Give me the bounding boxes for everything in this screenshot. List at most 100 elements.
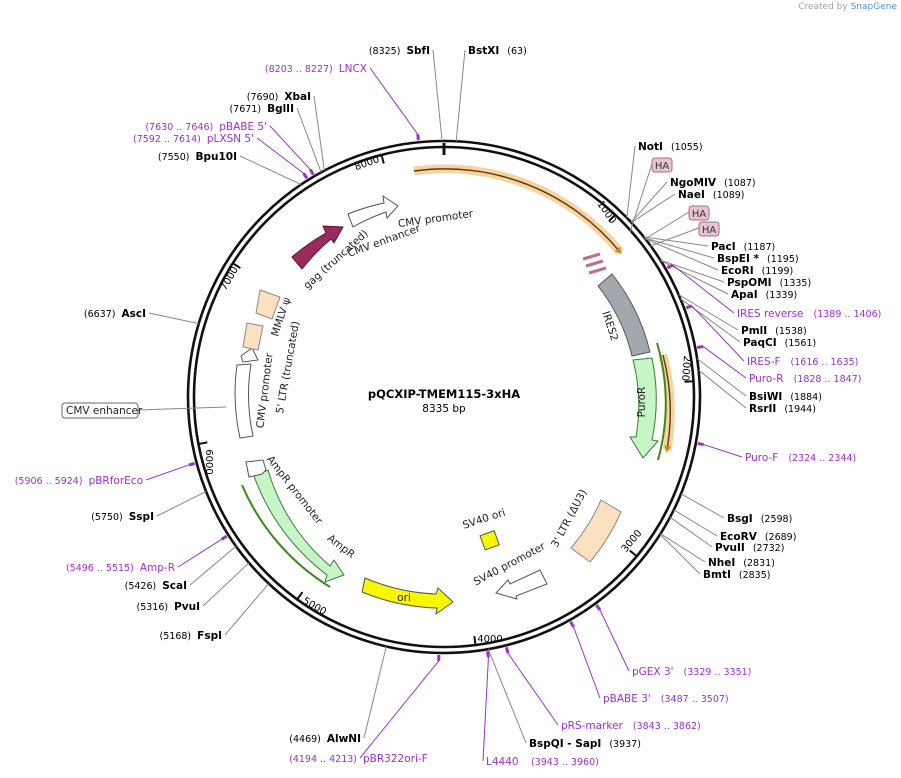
feature-label: SV40 ori bbox=[461, 507, 507, 532]
primer-name: pRS-marker bbox=[561, 720, 624, 732]
primer-name: pBABE 3' bbox=[603, 693, 651, 705]
primer-range: (3487 .. 3507) bbox=[661, 694, 729, 705]
enzyme-name: BspQI - SapI bbox=[529, 738, 601, 750]
enzyme-name: XbaI bbox=[284, 91, 311, 103]
primer-name: pGEX 3' bbox=[632, 666, 674, 678]
feature-label: CMV promoter bbox=[254, 352, 275, 429]
primer-leader bbox=[269, 125, 311, 170]
primer-range: (7592 .. 7614) bbox=[133, 134, 201, 145]
enzyme-position: (7550) bbox=[158, 152, 190, 163]
tick-mark bbox=[608, 214, 616, 222]
enzyme-position: (63) bbox=[507, 46, 527, 57]
enzyme-leader bbox=[643, 236, 709, 247]
enzyme-name: PacI bbox=[711, 241, 736, 253]
enzyme-position: (7690) bbox=[247, 92, 279, 103]
enzyme-name: AlwNI bbox=[327, 733, 361, 745]
primer-mark bbox=[595, 604, 602, 611]
enzyme-position: (5750) bbox=[91, 512, 123, 523]
primer-name: pBR322ori-F bbox=[363, 753, 428, 765]
primer-mark bbox=[685, 304, 693, 310]
primer-mark bbox=[416, 134, 420, 141]
ha-marks bbox=[582, 252, 607, 275]
enzyme-position: (8325) bbox=[369, 46, 401, 57]
enzyme-leader bbox=[455, 49, 466, 142]
primer-name: LNCX bbox=[339, 63, 367, 75]
enzyme-position: (2689) bbox=[765, 532, 797, 543]
enzyme-leader bbox=[156, 490, 207, 517]
primer-leader bbox=[573, 626, 601, 699]
feature-label: PuroR bbox=[636, 387, 648, 418]
feature-shapes bbox=[234, 194, 667, 616]
primer-leader bbox=[672, 264, 735, 314]
primer-range: (7630 .. 7646) bbox=[145, 122, 213, 133]
enzyme-position: (2831) bbox=[743, 558, 775, 569]
primer-range: (4194 .. 4213) bbox=[289, 754, 357, 765]
ha-leader bbox=[629, 163, 653, 233]
primer-name: Puro-R bbox=[749, 373, 784, 385]
primer-mark bbox=[188, 461, 196, 467]
enzyme-name: BsiWI bbox=[749, 391, 782, 403]
enzyme-position: (3937) bbox=[609, 739, 641, 750]
feature-label: CMV enhancer bbox=[66, 405, 143, 417]
enzyme-name: PvuI bbox=[174, 601, 200, 613]
enzyme-position: (1055) bbox=[671, 142, 703, 153]
enzyme-leader bbox=[698, 369, 747, 409]
enzyme-position: (1944) bbox=[784, 404, 816, 415]
tick-mark bbox=[296, 591, 304, 600]
primer-mark bbox=[302, 172, 309, 180]
enzyme-leader bbox=[669, 516, 713, 548]
ha-label: HA bbox=[655, 161, 670, 172]
enzyme-leader bbox=[660, 259, 725, 283]
tick-mark bbox=[198, 441, 208, 446]
enzyme-leader bbox=[630, 181, 668, 223]
feature-label-box bbox=[61, 402, 139, 419]
enzyme-position: (1187) bbox=[744, 242, 776, 253]
enzyme-leader bbox=[432, 49, 443, 142]
enzyme-position: (5168) bbox=[160, 631, 192, 642]
enzyme-leader bbox=[644, 237, 715, 259]
enzyme-name: BstXI bbox=[468, 45, 499, 57]
enzyme-name: AscI bbox=[121, 308, 146, 320]
snapgene-credit: Created by SnapGene bbox=[798, 2, 897, 12]
enzyme-position: (1339) bbox=[766, 290, 798, 301]
enzyme-name: PvuII bbox=[715, 542, 745, 554]
primer-leader bbox=[702, 346, 747, 379]
tick-label: 5000 bbox=[300, 596, 328, 618]
ha-leader bbox=[649, 227, 700, 247]
feature-leader bbox=[137, 406, 227, 411]
plasmid-size: 8335 bp bbox=[422, 403, 466, 415]
enzyme-sites: SbfI(8325)BstXI(63)NotI(1055)NgoMIV(1087… bbox=[84, 45, 822, 750]
tick-mark bbox=[232, 262, 241, 269]
enzyme-name: ApaI bbox=[731, 289, 758, 301]
enzyme-leader bbox=[487, 648, 527, 744]
enzyme-name: BspEI * bbox=[717, 253, 760, 265]
enzyme-name: BmtI bbox=[703, 569, 731, 581]
primer-name: pBRforEco bbox=[89, 475, 143, 487]
primer-range: (5906 .. 5924) bbox=[15, 476, 83, 487]
primer-range: (3843 .. 3862) bbox=[633, 721, 701, 732]
primer-name: Amp-R bbox=[140, 562, 175, 574]
enzyme-leader bbox=[680, 493, 725, 519]
primer-mark bbox=[697, 441, 704, 447]
enzyme-name: PmlI bbox=[741, 325, 767, 337]
tick-label: 4000 bbox=[477, 634, 502, 645]
enzyme-position: (1089) bbox=[713, 190, 745, 201]
primer-leader bbox=[359, 660, 440, 759]
ha-badge bbox=[698, 221, 720, 237]
primer-leader bbox=[256, 137, 305, 174]
enzyme-name: EcoRV bbox=[720, 531, 758, 543]
tick-mark bbox=[473, 635, 477, 646]
enzyme-name: PspOMI bbox=[727, 277, 772, 289]
enzyme-name: FspI bbox=[197, 630, 222, 642]
enzyme-name: PaqCI bbox=[743, 337, 777, 349]
enzyme-position: (2598) bbox=[761, 514, 793, 525]
enzyme-leader bbox=[696, 358, 747, 397]
enzyme-name: NheI bbox=[708, 557, 735, 569]
primer-name: IRES-F bbox=[747, 356, 781, 368]
enzyme-position: (1199) bbox=[762, 266, 794, 277]
tick-mark bbox=[684, 380, 694, 383]
enzyme-position: (5426) bbox=[125, 581, 157, 592]
enzyme-leader bbox=[626, 145, 636, 218]
enzyme-leader bbox=[659, 533, 701, 575]
